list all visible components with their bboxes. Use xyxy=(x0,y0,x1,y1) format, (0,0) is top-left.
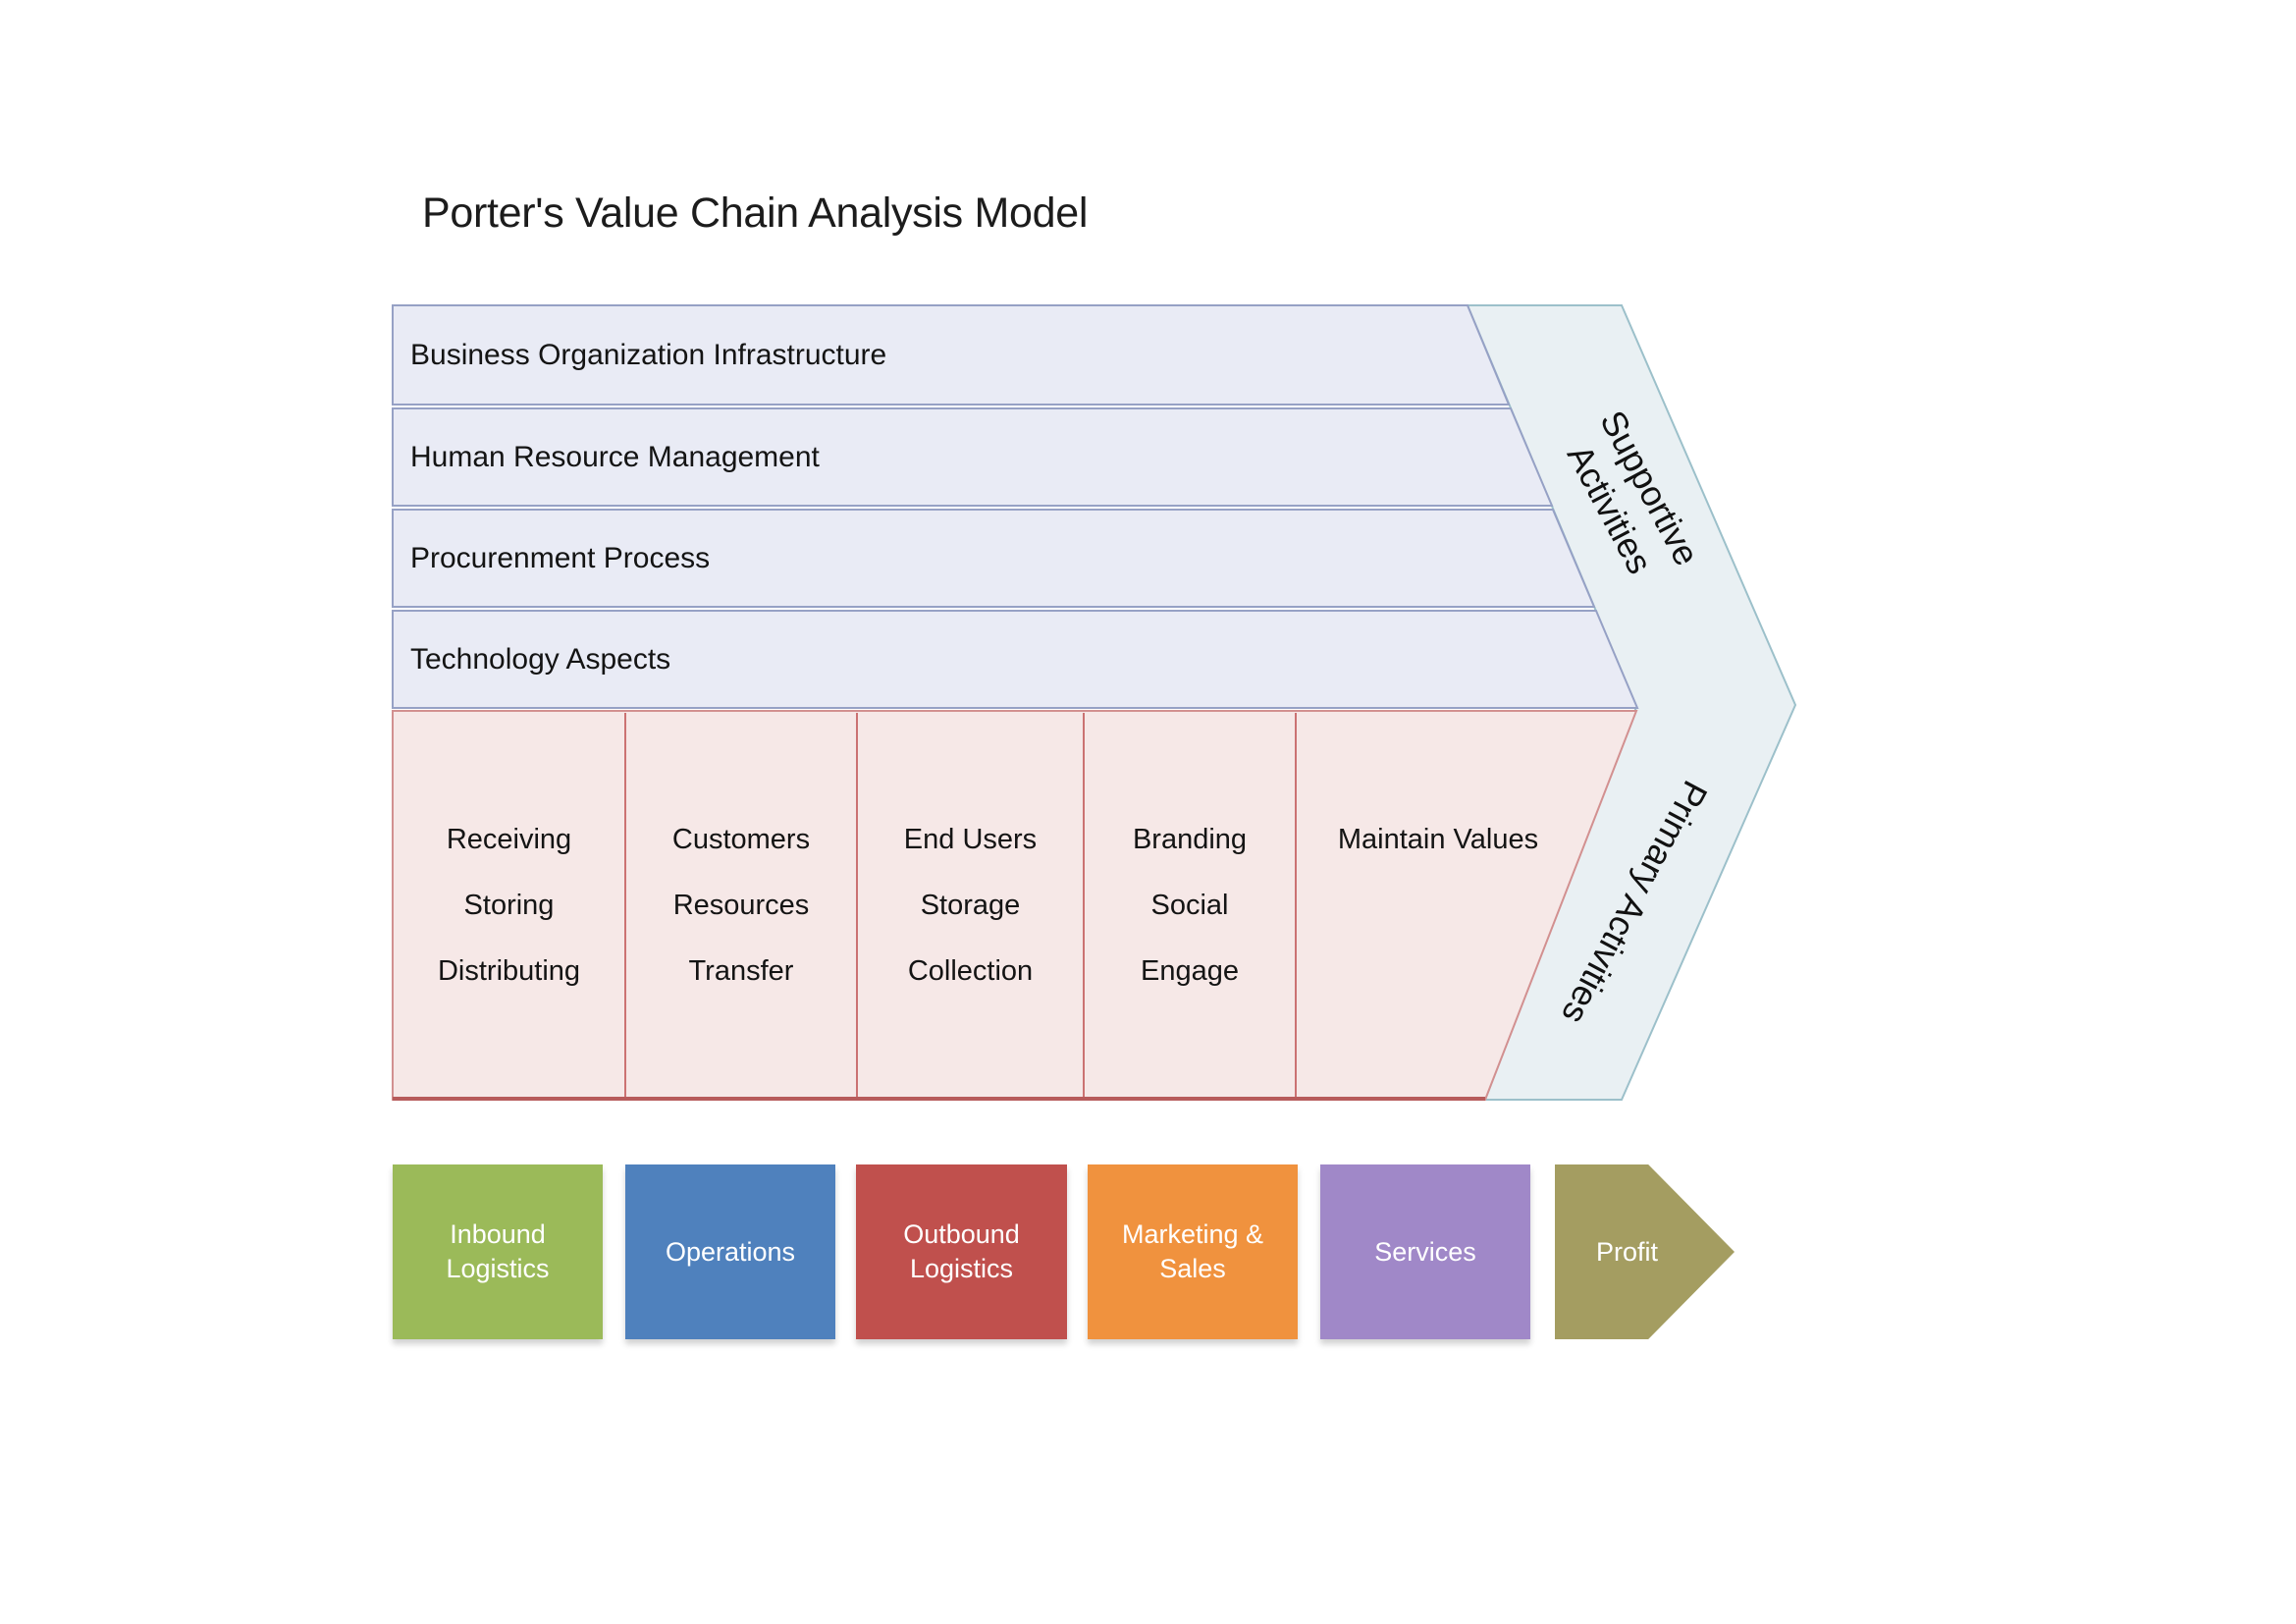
column-item: Transfer xyxy=(688,955,794,987)
bottom-box-inbound-logistics: Inbound Logistics xyxy=(393,1164,603,1339)
column-operations: Customers Resources Transfer xyxy=(625,807,857,1004)
bottom-box-label: Operations xyxy=(665,1236,796,1267)
column-services: Maintain Values xyxy=(1296,807,1580,873)
bottom-box-services: Services xyxy=(1320,1164,1530,1339)
bottom-box-label: Outbound Logistics xyxy=(903,1219,1020,1283)
bottom-box-label: Inbound Logistics xyxy=(446,1219,550,1283)
column-item: Maintain Values xyxy=(1337,824,1539,855)
support-row-shape-2 xyxy=(392,407,1554,507)
support-row-shape-1 xyxy=(392,304,1511,406)
column-item: Branding xyxy=(1132,824,1248,855)
column-item: Receiving xyxy=(446,824,572,855)
column-item: Engage xyxy=(1141,955,1239,987)
column-item: Storing xyxy=(463,890,555,921)
column-item: Collection xyxy=(907,955,1034,987)
bottom-box-marketing-sales: Marketing & Sales xyxy=(1088,1164,1298,1339)
bottom-box-operations: Operations xyxy=(625,1164,835,1339)
support-row-label-infrastructure: Business Organization Infrastructure xyxy=(410,338,887,371)
column-item: Distributing xyxy=(437,955,581,987)
bottom-box-label: Profit xyxy=(1595,1236,1659,1267)
support-row-shape-3 xyxy=(392,509,1596,608)
support-row-shape-4 xyxy=(392,610,1639,709)
bottom-box-outbound-logistics: Outbound Logistics xyxy=(856,1164,1067,1339)
column-item: Social xyxy=(1150,890,1229,921)
support-row-label-hr: Human Resource Management xyxy=(410,440,820,473)
column-item: End Users xyxy=(903,824,1038,855)
column-inbound-logistics: Receiving Storing Distributing xyxy=(393,807,625,1004)
column-item: Resources xyxy=(672,890,810,921)
support-row-label-procurement: Procurenment Process xyxy=(410,541,711,574)
column-item: Storage xyxy=(920,890,1021,921)
bottom-box-label: Marketing & Sales xyxy=(1121,1219,1264,1283)
page-title: Porter's Value Chain Analysis Model xyxy=(422,189,1089,237)
support-row-label-technology: Technology Aspects xyxy=(410,642,671,676)
bottom-box-label: Services xyxy=(1374,1236,1476,1267)
column-outbound-logistics: End Users Storage Collection xyxy=(857,807,1084,1004)
column-item: Customers xyxy=(671,824,811,855)
column-marketing-sales: Branding Social Engage xyxy=(1084,807,1296,1004)
